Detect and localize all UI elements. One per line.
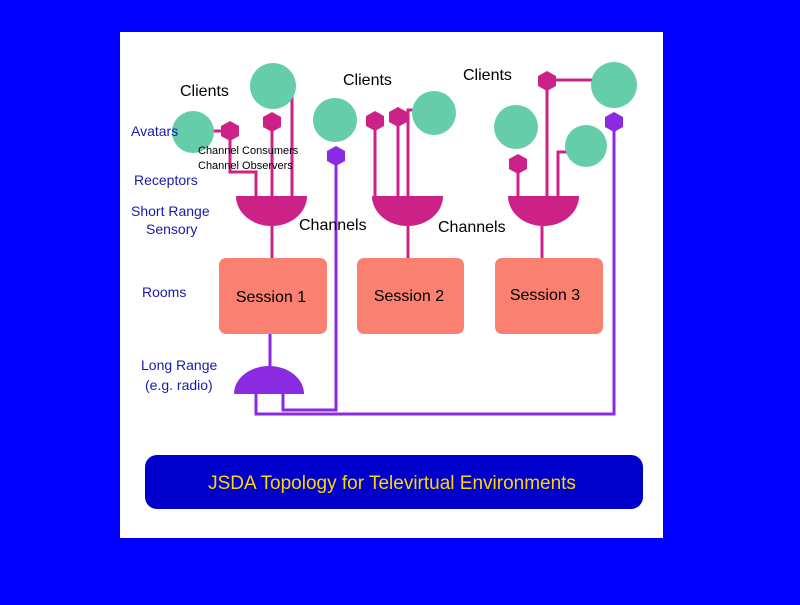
diagram-title: JSDA Topology for Televirtual Environmen… [208,473,576,494]
channel-consumers-label: Channel Consumers [198,145,299,157]
labels-group: Clients Clients Clients Avatars Channel … [131,67,512,393]
client-node [494,105,538,149]
long-range-label: Long Range [141,357,218,373]
session-label-1: Session 1 [236,289,306,306]
sensory-label: Sensory [146,221,197,237]
rooms-label: Rooms [142,284,186,300]
clients-group [172,62,637,167]
client-node [565,125,607,167]
clients-label-3: Clients [463,67,512,84]
channel-observers-label: Channel Observers [198,160,293,172]
channel-bowl-2 [372,196,443,227]
client-node [313,98,357,142]
client-node [412,91,456,135]
channel-observers-group [327,112,623,166]
sessions-group: Session 1 Session 2 Session 3 [219,258,603,334]
client-node [250,63,296,109]
session-box-1 [219,258,327,334]
session-box-2 [357,258,464,334]
title-banner [145,455,643,509]
consumer-hexagon [538,71,556,91]
channel-bowl-1 [236,196,307,227]
client-node [591,62,637,108]
long-range-dome [234,366,304,394]
avatars-label: Avatars [131,123,178,139]
consumer-hexagon [263,112,281,132]
observer-hexagon [605,112,623,132]
line-observer1-longrange [281,156,338,412]
channel-consumers-group [221,71,556,174]
receptors-label: Receptors [134,172,198,188]
line-observer3-longrange [254,122,616,416]
short-range-label: Short Range [131,203,210,219]
session-label-3: Session 3 [510,287,580,304]
channel-bowl-3 [508,196,579,226]
consumer-hexagon [389,107,407,127]
consumer-hexagon [221,121,239,141]
radio-label: (e.g. radio) [145,377,213,393]
consumer-hexagon [509,154,527,174]
session-label-2: Session 2 [374,288,444,305]
session-box-3 [495,258,603,334]
channels-group [236,196,579,227]
client-node [172,111,214,153]
observer-hexagon [327,146,345,166]
channels-label-1: Channels [299,217,367,234]
consumer-hexagon [366,111,384,131]
clients-label-2: Clients [343,72,392,89]
channels-label-2: Channels [438,219,506,236]
clients-label-1: Clients [180,83,229,100]
